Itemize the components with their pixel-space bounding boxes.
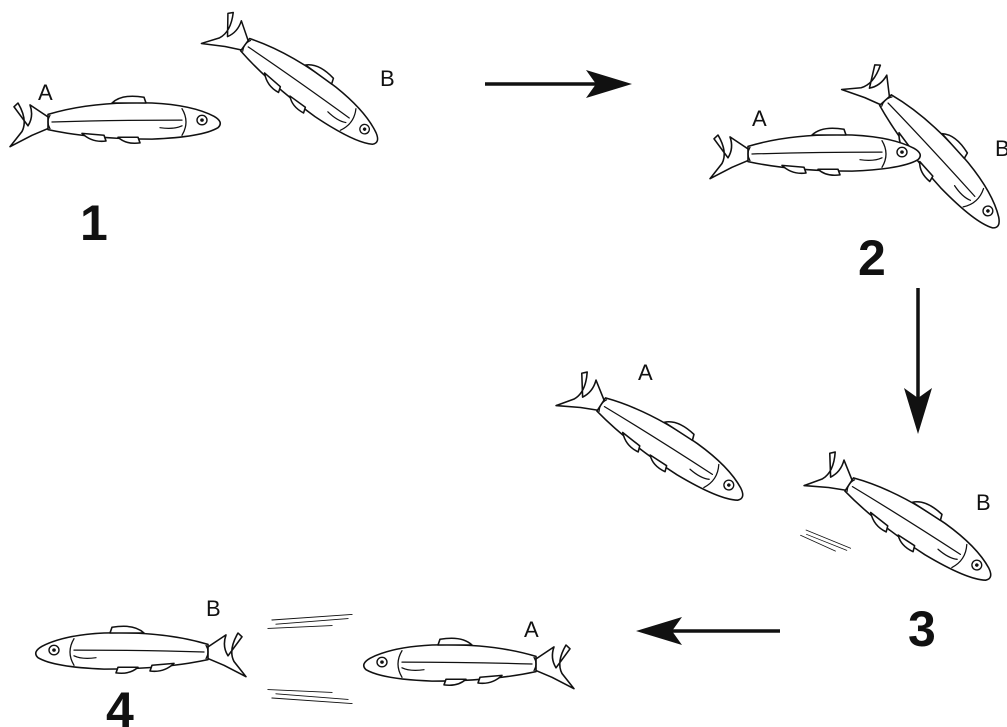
step-3: A B 3 bbox=[556, 360, 1005, 657]
arrow-icon bbox=[636, 617, 780, 645]
fish-icon bbox=[201, 3, 392, 161]
fish-label-a: A bbox=[638, 360, 653, 385]
step-number: 3 bbox=[908, 601, 936, 657]
fish-label-b: B bbox=[206, 596, 221, 621]
step-number: 1 bbox=[80, 195, 108, 251]
arrow-icon bbox=[485, 70, 632, 98]
fish-label-b: B bbox=[995, 136, 1007, 161]
arrow-icon bbox=[904, 288, 932, 434]
step-2: A B 2 bbox=[710, 55, 1007, 286]
fish-icon bbox=[364, 638, 574, 688]
fish-icon bbox=[710, 128, 920, 178]
speed-lines-icon bbox=[268, 614, 352, 628]
speed-lines-icon bbox=[801, 525, 851, 559]
step-1: A B 1 bbox=[10, 3, 395, 251]
fish-label-a: A bbox=[752, 106, 767, 131]
fish-icon bbox=[804, 442, 1005, 598]
step-number: 4 bbox=[106, 682, 134, 727]
fish-label-a: A bbox=[38, 80, 53, 105]
fish-label-b: B bbox=[976, 490, 991, 515]
step-number: 2 bbox=[858, 230, 886, 286]
fish-label-b: B bbox=[380, 66, 395, 91]
fish-label-a: A bbox=[524, 617, 539, 642]
speed-lines-icon bbox=[268, 690, 352, 704]
step-4: B A 4 bbox=[36, 596, 574, 727]
fish-icon bbox=[36, 626, 246, 676]
fish-icon bbox=[556, 362, 757, 518]
